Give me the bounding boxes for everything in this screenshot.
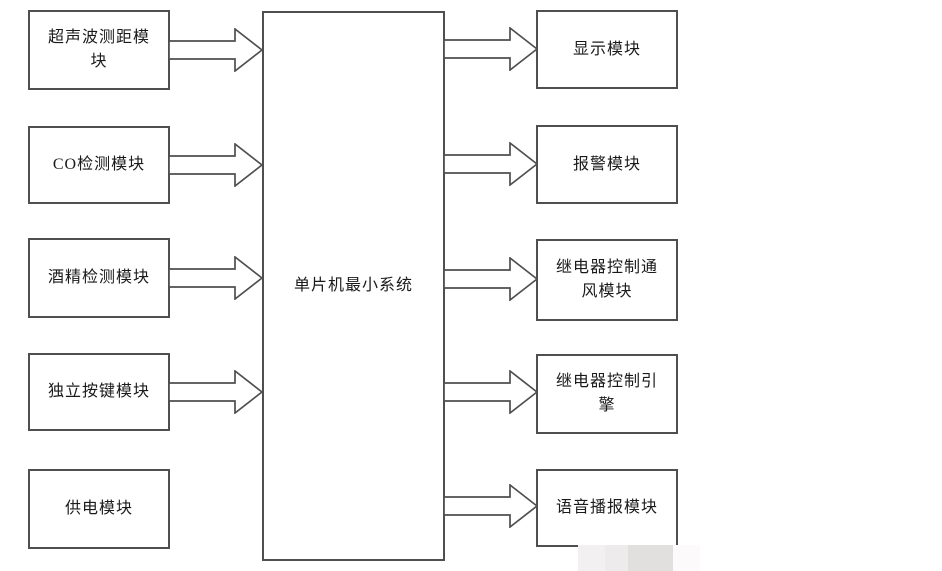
watermark-block: [673, 545, 700, 571]
watermark-block: [628, 545, 673, 571]
module-label: 继电器控制通 风模块: [555, 259, 658, 300]
module-label: 继电器控制引 擎: [555, 373, 658, 414]
module-box-display: 显示模块: [536, 10, 678, 89]
module-label: 供电模块: [64, 500, 133, 517]
module-box-alarm: 报警模块: [536, 125, 678, 204]
module-label: 单片机最小系统: [293, 277, 413, 294]
module-box-co-detection: CO检测模块: [28, 126, 170, 204]
right-block-arrow-icon: [444, 484, 538, 528]
module-label: 报警模块: [572, 155, 641, 173]
module-box-independent-buttons: 独立按键模块: [28, 353, 170, 431]
module-box-relay-ventilation: 继电器控制通 风模块: [536, 239, 678, 321]
watermark-block: [605, 545, 628, 571]
right-block-arrow-icon: [169, 28, 263, 72]
module-label: 超声波测距模 块: [47, 29, 150, 70]
right-block-arrow-icon: [169, 256, 263, 300]
module-label: 语音播报模块: [555, 499, 658, 516]
right-block-arrow-icon: [444, 370, 538, 414]
module-box-alcohol-detection: 酒精检测模块: [28, 238, 170, 318]
right-block-arrow-icon: [444, 142, 538, 186]
module-box-voice-broadcast: 语音播报模块: [536, 469, 678, 547]
right-block-arrow-icon: [444, 27, 538, 71]
right-block-arrow-icon: [169, 370, 263, 414]
module-box-ultrasonic-ranging: 超声波测距模 块: [28, 10, 170, 90]
module-label: CO检测模块: [52, 156, 146, 173]
module-label: 显示模块: [572, 40, 641, 58]
watermark-block: [578, 545, 605, 571]
module-label: 独立按键模块: [47, 383, 150, 400]
module-label: 酒精检测模块: [47, 269, 150, 286]
right-block-arrow-icon: [169, 143, 263, 187]
module-box-power-supply: 供电模块: [28, 469, 170, 549]
module-box-mcu-minimum-system: 单片机最小系统: [262, 11, 445, 561]
right-block-arrow-icon: [444, 257, 538, 301]
module-box-relay-engine: 继电器控制引 擎: [536, 354, 678, 434]
